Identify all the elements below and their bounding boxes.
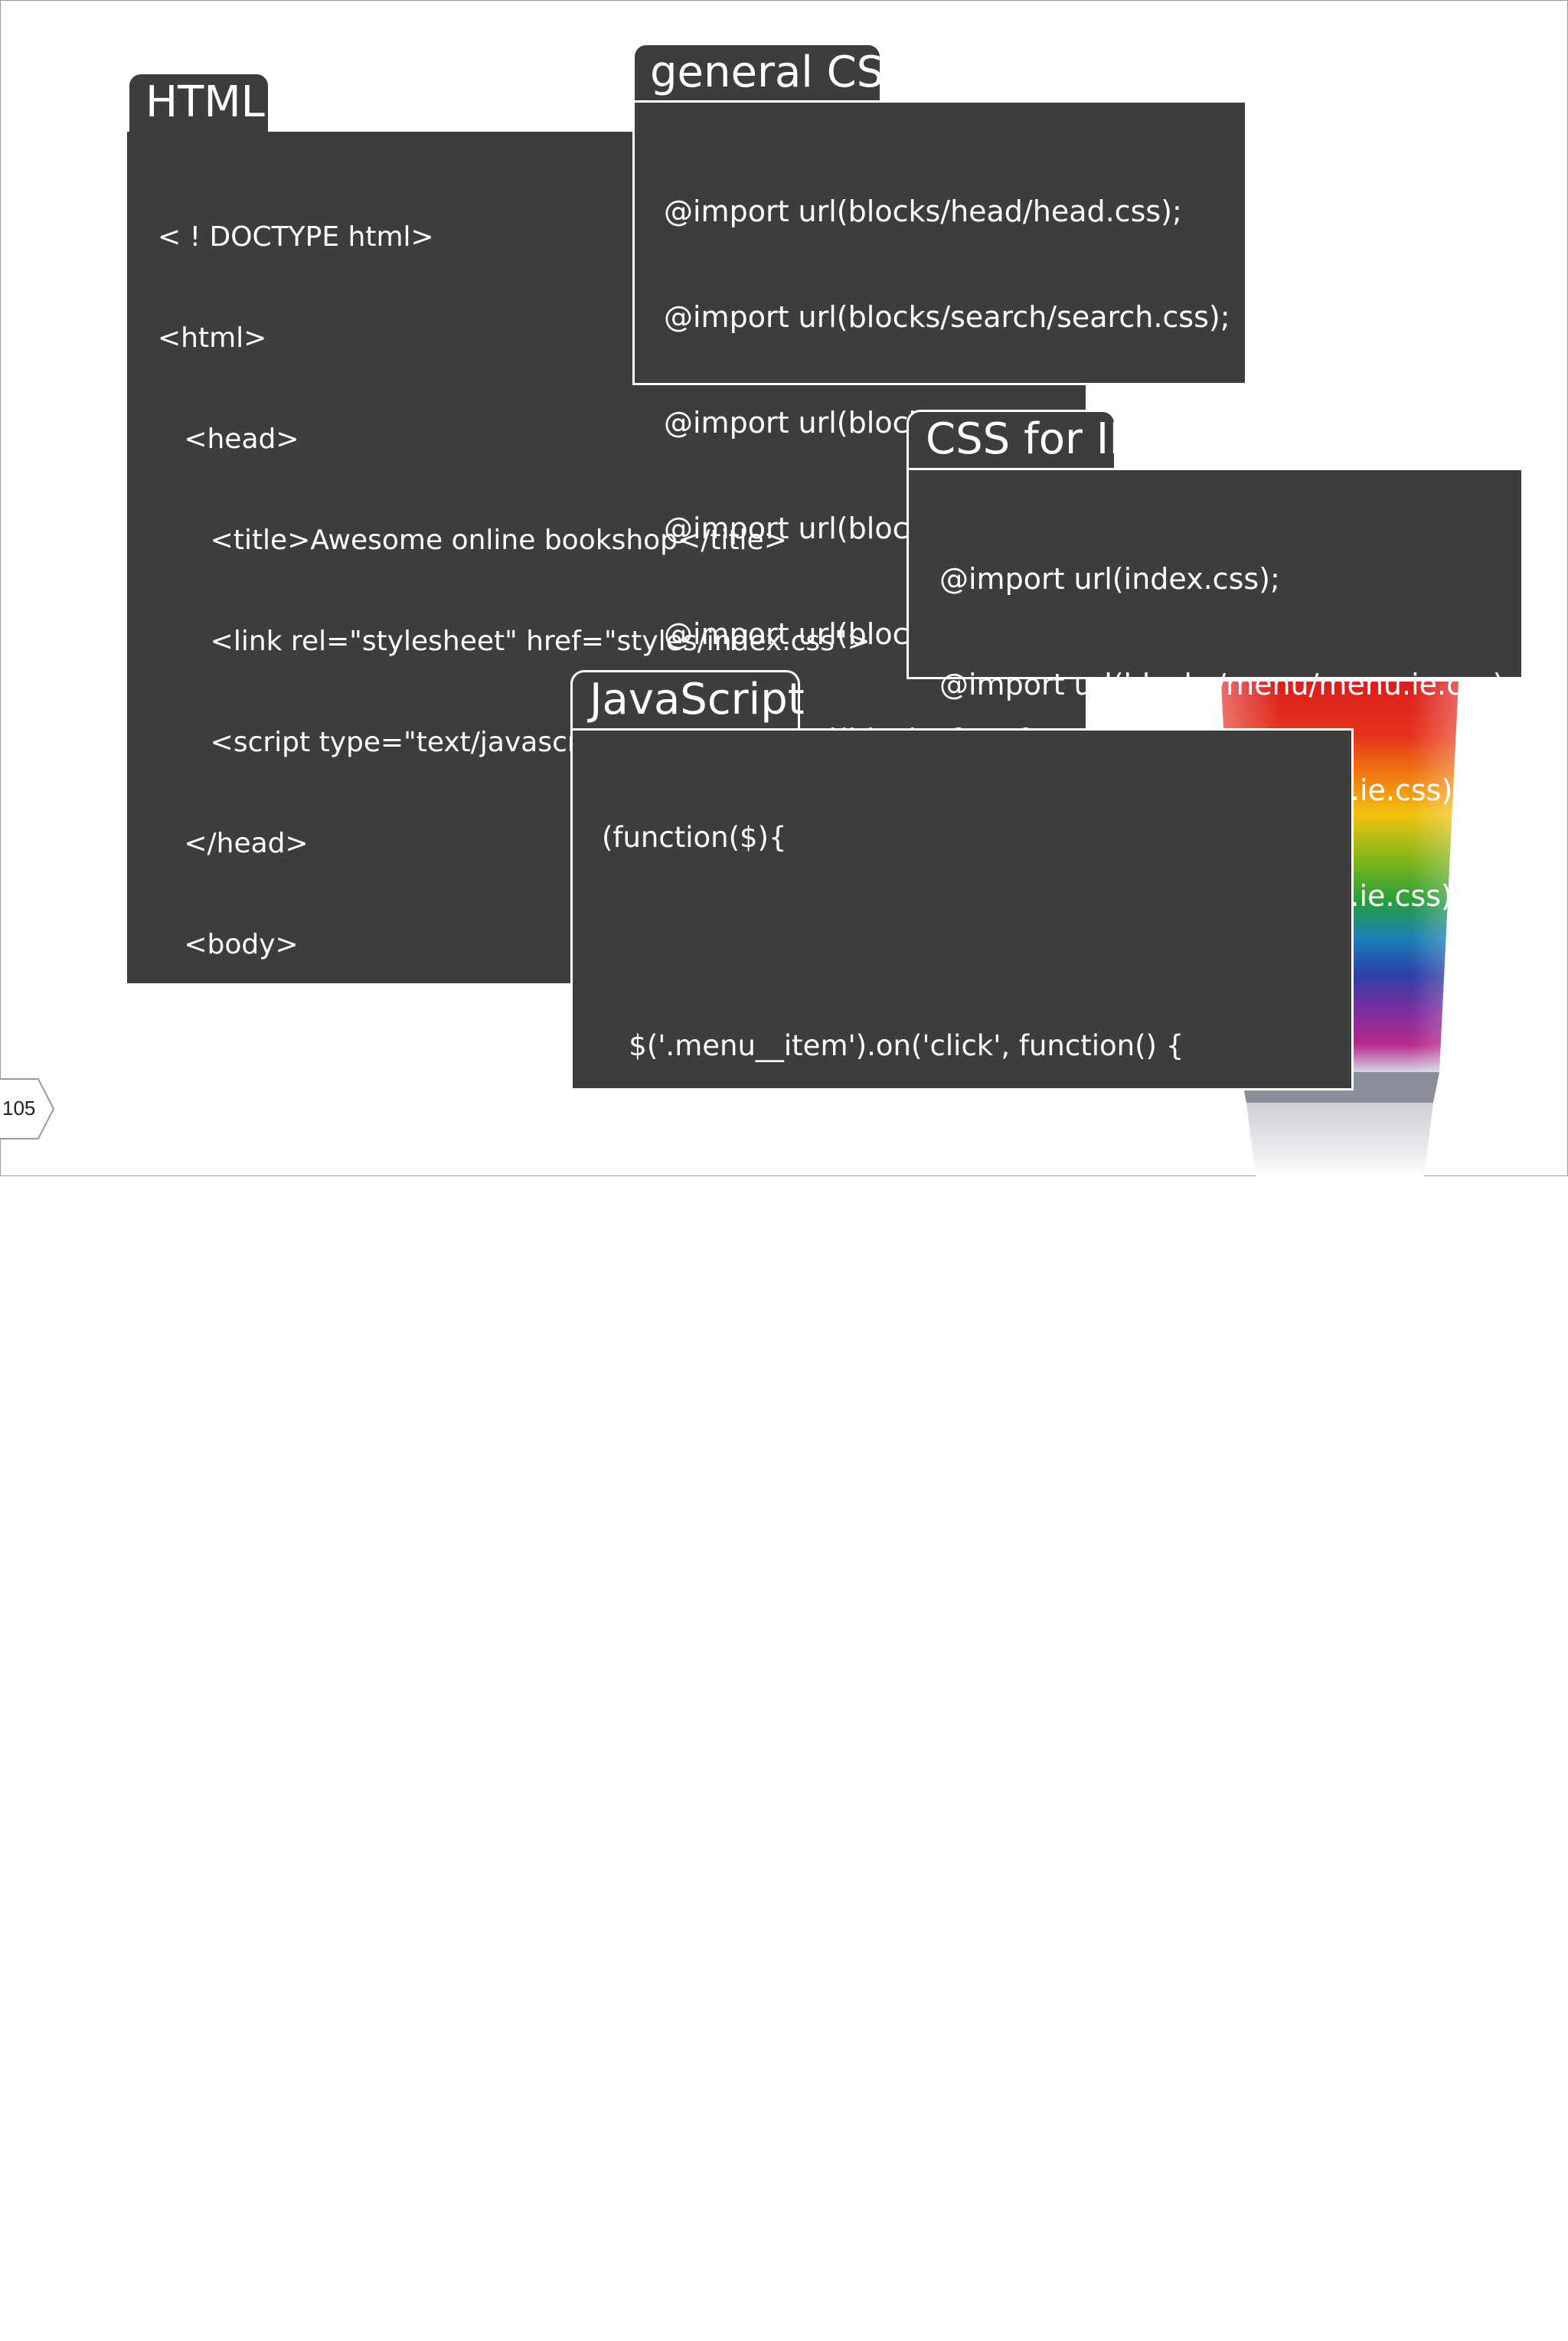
general-css-panel-title: general CSS bbox=[632, 43, 911, 100]
code-line: })(jQuery) bbox=[602, 1550, 747, 1583]
css-for-ie-code-box bbox=[906, 468, 1524, 679]
code-line: $('.menu__item').on('click', function() … bbox=[602, 1029, 1184, 1062]
code-line: }); bbox=[602, 1446, 668, 1479]
code-line: <body> bbox=[158, 929, 299, 960]
code-line: @import url(blocks/head/head.css); bbox=[664, 195, 1182, 228]
css-for-ie-panel-title: CSS for IE bbox=[906, 410, 1136, 468]
code-line: </div> bbox=[158, 2041, 308, 2072]
code-line: @import url(index.css); bbox=[939, 562, 1280, 596]
page-number-marker bbox=[0, 1078, 55, 1139]
code-line: <div class="head"> bbox=[158, 1030, 493, 1061]
code-line: </html> bbox=[158, 2243, 276, 2274]
code-line bbox=[602, 1131, 1344, 1169]
code-line: (function($){ bbox=[602, 821, 787, 854]
code-line: ... bbox=[158, 1940, 263, 1971]
code-line: @import url(blocks/menu/menu.ie.css); bbox=[939, 668, 1514, 701]
general-css-code-box bbox=[632, 100, 1247, 385]
code-line: <link rel="stylesheet" href="styles/inde… bbox=[158, 626, 871, 657]
code-line: <head> bbox=[158, 423, 299, 455]
code-line: <html> bbox=[158, 322, 267, 354]
code-line: @import url(blocks/search/search.css); bbox=[664, 300, 1230, 334]
page-number: 105 bbox=[2, 1097, 36, 1120]
javascript-code: (function($){ $('.menu__item').on('click… bbox=[602, 753, 1344, 1652]
code-line: < ! DOCTYPE html> bbox=[158, 221, 434, 253]
code-line: <div class="layout"> bbox=[158, 1839, 510, 1870]
code-line: </head> bbox=[158, 828, 309, 859]
code-line: </body> bbox=[158, 2142, 308, 2173]
code-line: </div> bbox=[158, 1738, 308, 1769]
javascript-panel-title: JavaScript bbox=[570, 670, 805, 728]
code-line: <title>Awesome online bookshop</title> bbox=[158, 525, 787, 556]
html-panel-title: HTML bbox=[127, 72, 270, 132]
code-line: $(this).toggleClass('menu__item_state_cu… bbox=[602, 1238, 1344, 1270]
javascript-code-box bbox=[570, 728, 1354, 1090]
code-line bbox=[602, 1339, 1344, 1378]
code-line bbox=[602, 923, 1344, 961]
code-line: <ul class="menu"> bbox=[158, 1131, 513, 1162]
